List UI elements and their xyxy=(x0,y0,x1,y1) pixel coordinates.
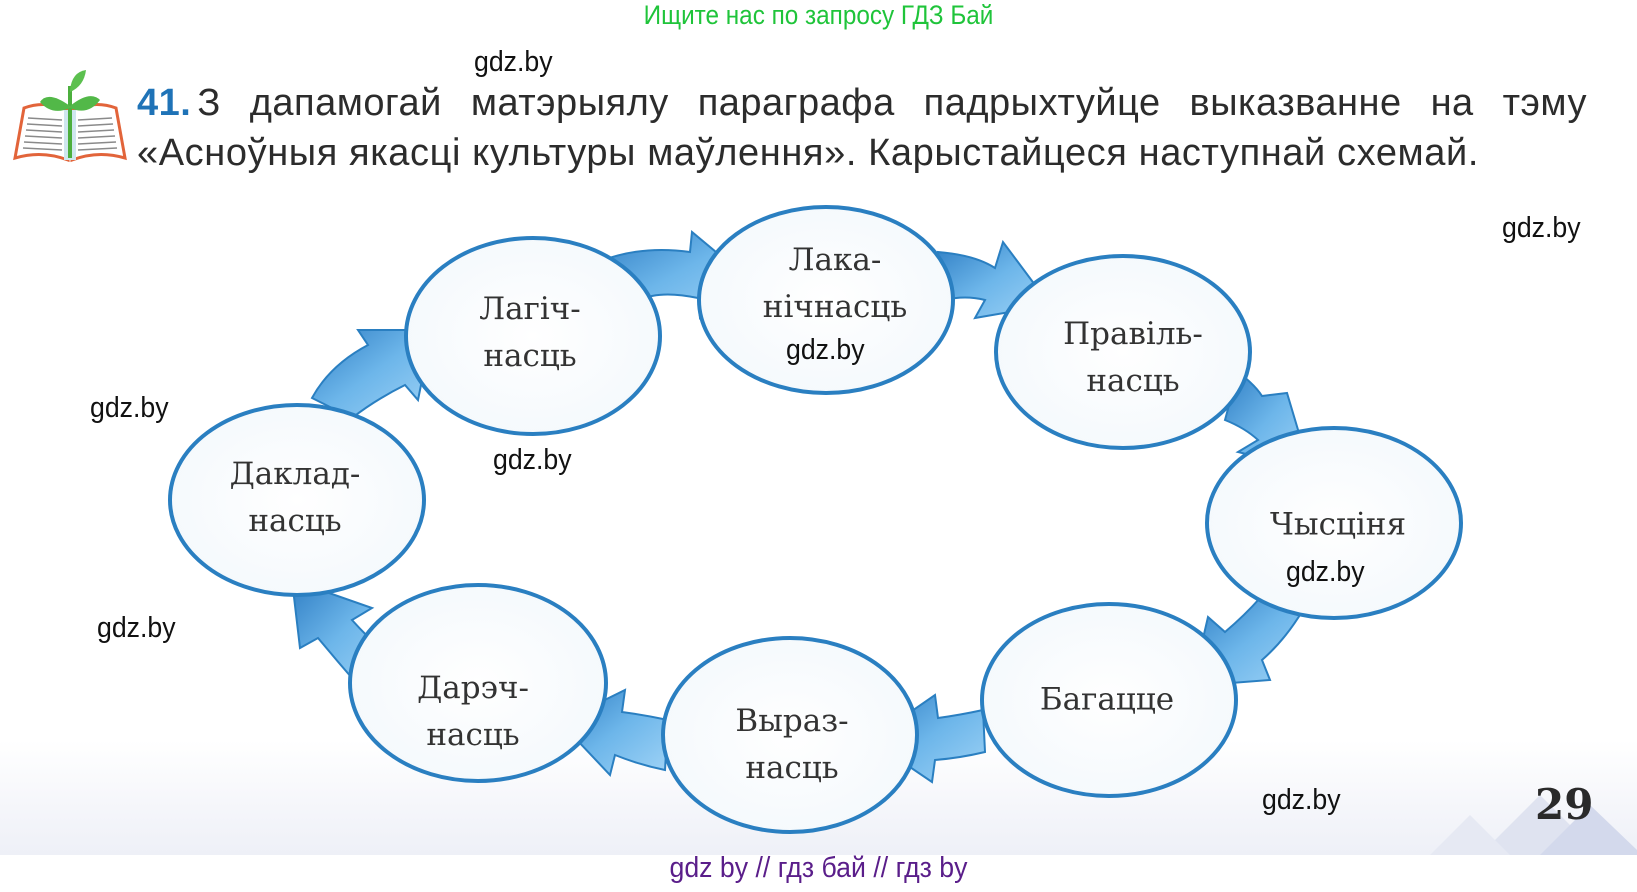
task-statement: 41.З дапамогай матэрыялу параграфа падры… xyxy=(137,78,1587,178)
node-label-darechnasts: Дарэч- насць xyxy=(417,670,529,753)
watermark: gdz.by xyxy=(97,612,176,644)
node-label-pravilnasts: Правіль- насць xyxy=(1063,316,1203,399)
watermark: gdz.by xyxy=(786,334,865,366)
node-darechnasts xyxy=(348,583,608,783)
watermark: gdz.by xyxy=(1502,212,1581,244)
watermark: gdz.by xyxy=(1262,784,1341,816)
node-chystsinia xyxy=(1205,426,1463,620)
task-number: 41. xyxy=(137,82,192,124)
node-label-lahichnasts: Лагіч- насць xyxy=(479,291,581,374)
node-label-dakladnasts: Даклад- насць xyxy=(229,456,361,539)
node-lahichnasts xyxy=(404,236,662,436)
node-pravilnasts xyxy=(994,254,1252,450)
page-number: 29 xyxy=(1535,780,1594,829)
node-label-bahatstse: Багацце xyxy=(1039,681,1175,718)
node-label-vyraznasts: Выраз- насць xyxy=(735,703,849,786)
node-label-lakanichnasts: Лака- нічнасць xyxy=(762,242,908,325)
watermark: gdz.by xyxy=(474,46,553,78)
node-label-chystsinia: Чысціня xyxy=(1269,506,1407,543)
watermark: gdz.by xyxy=(90,392,169,424)
node-bahatstse xyxy=(980,602,1238,798)
footer-watermark: gdz by // гдз бай // гдз by xyxy=(669,852,968,884)
book-with-sprout-icon xyxy=(13,70,127,163)
promo-banner: Ищите нас по запросу ГДЗ Бай xyxy=(643,0,994,30)
watermark: gdz.by xyxy=(1286,556,1365,588)
task-line-2: «Асноўныя якасці культуры маўлення». Кар… xyxy=(137,132,1479,174)
node-lakanichnasts xyxy=(697,205,955,395)
corner-decoration xyxy=(1430,795,1637,855)
node-vyraznasts xyxy=(661,636,919,834)
footer-band xyxy=(0,855,1637,892)
watermark: gdz.by xyxy=(493,444,572,476)
node-dakladnasts xyxy=(168,403,426,597)
task-line-1: 41.З дапамогай матэрыялу параграфа падры… xyxy=(137,82,1587,124)
